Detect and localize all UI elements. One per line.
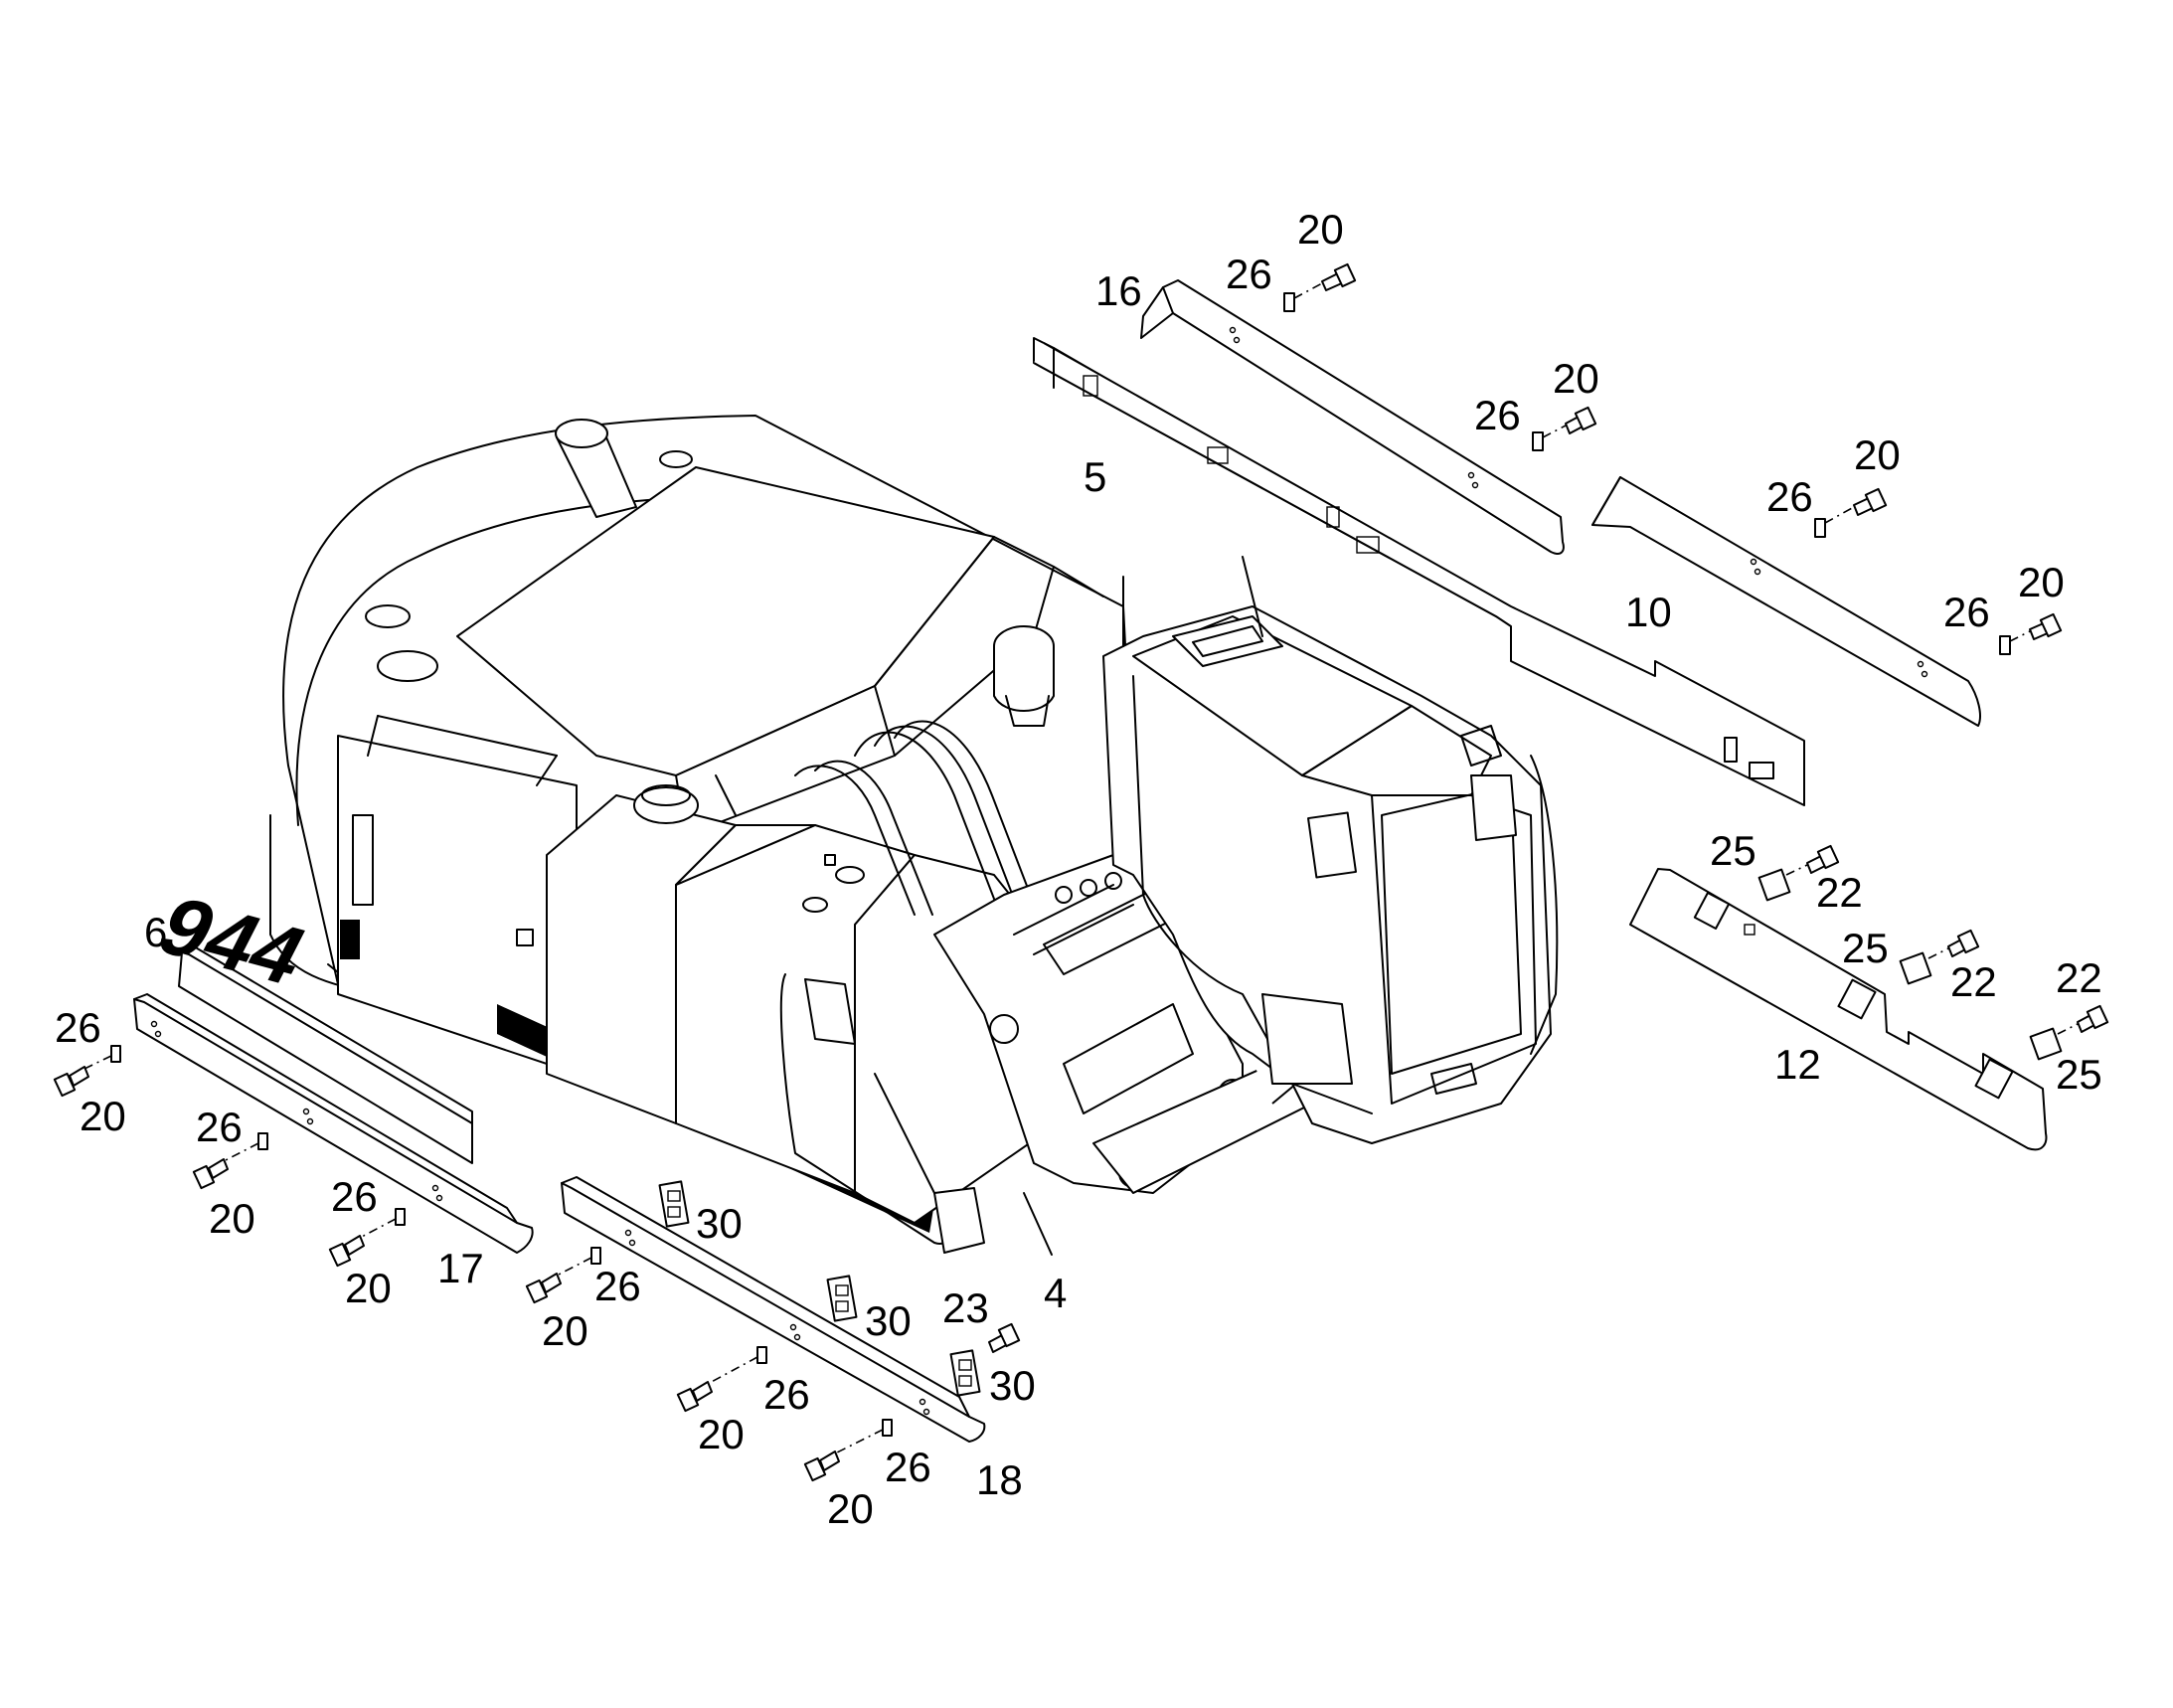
callout-22: 22 xyxy=(1816,869,1863,916)
callout-20: 20 xyxy=(698,1411,745,1457)
bolt-washer-18-a xyxy=(525,1247,601,1304)
callout-5: 5 xyxy=(1084,453,1106,500)
callout-20: 20 xyxy=(1553,355,1599,402)
callout-20: 20 xyxy=(80,1093,126,1139)
callout-25: 25 xyxy=(1710,827,1756,874)
callout-20: 20 xyxy=(209,1195,255,1242)
callout-20: 20 xyxy=(345,1265,392,1311)
panel-10 xyxy=(1591,476,1981,727)
callout-10: 10 xyxy=(1625,589,1672,635)
panel-12 xyxy=(1629,868,2048,1151)
callout-20: 20 xyxy=(1297,206,1344,253)
callout-20: 20 xyxy=(2018,559,2065,605)
callout-26: 26 xyxy=(331,1173,378,1220)
callout-26: 26 xyxy=(763,1371,810,1418)
panel-16 xyxy=(1140,279,1565,555)
bracket-30-c xyxy=(949,1349,981,1397)
callout-26: 26 xyxy=(885,1444,931,1490)
callout-17: 17 xyxy=(437,1245,484,1291)
callout-30: 30 xyxy=(865,1297,912,1344)
panel-5 xyxy=(1033,337,1805,806)
callout-26: 26 xyxy=(1766,473,1813,520)
callout-26: 26 xyxy=(1474,392,1521,438)
bolt-washer-17-c xyxy=(328,1208,406,1268)
callout-4: 4 xyxy=(1044,1270,1067,1316)
bolt-washer-10-top xyxy=(1814,487,1888,538)
callout-20: 20 xyxy=(827,1485,874,1532)
panel-6 xyxy=(178,945,473,1164)
callout-12: 12 xyxy=(1774,1041,1821,1088)
callout-16: 16 xyxy=(1095,267,1142,314)
excavator-upper-structure: 944 xyxy=(143,415,1559,1254)
plate-bolt-12-a xyxy=(1757,844,1840,902)
bolt-23 xyxy=(988,1322,1021,1353)
bolt-washer-18-c xyxy=(803,1419,893,1482)
callout-18: 18 xyxy=(976,1456,1023,1503)
bolt-washer-16-mid xyxy=(1532,406,1597,451)
leader-4 xyxy=(1023,1192,1053,1256)
callout-25: 25 xyxy=(2056,1051,2102,1098)
callout-30: 30 xyxy=(696,1200,743,1247)
callout-26: 26 xyxy=(196,1104,243,1150)
panel-18 xyxy=(561,1176,986,1443)
bolt-washer-16-top xyxy=(1283,262,1357,312)
plate-bolt-12-b xyxy=(1899,929,1980,985)
bolt-washer-17-b xyxy=(192,1132,268,1190)
bolt-washer-18-b xyxy=(676,1346,767,1413)
callout-26: 26 xyxy=(594,1263,641,1309)
callout-26: 26 xyxy=(1226,251,1272,297)
callout-26: 26 xyxy=(1943,589,1990,635)
callout-20: 20 xyxy=(542,1307,588,1354)
callout-22: 22 xyxy=(2056,954,2102,1001)
callout-30: 30 xyxy=(989,1362,1036,1409)
callout-25: 25 xyxy=(1842,925,1889,971)
callout-22: 22 xyxy=(1950,958,1997,1005)
bolt-washer-10-end xyxy=(1999,612,2063,655)
bracket-30-a xyxy=(658,1180,690,1228)
callout-labels: 4 5 6 10 12 16 17 18 23 20 26 20 26 20 2… xyxy=(55,206,2102,1532)
callout-26: 26 xyxy=(55,1004,101,1051)
panel-17 xyxy=(133,993,534,1254)
bracket-30-b xyxy=(826,1275,858,1322)
bolt-washer-17-a xyxy=(53,1045,121,1098)
callout-23: 23 xyxy=(942,1284,989,1331)
callout-20: 20 xyxy=(1854,431,1901,478)
callout-6: 6 xyxy=(144,909,167,955)
plate-bolt-12-c xyxy=(2029,1004,2109,1061)
